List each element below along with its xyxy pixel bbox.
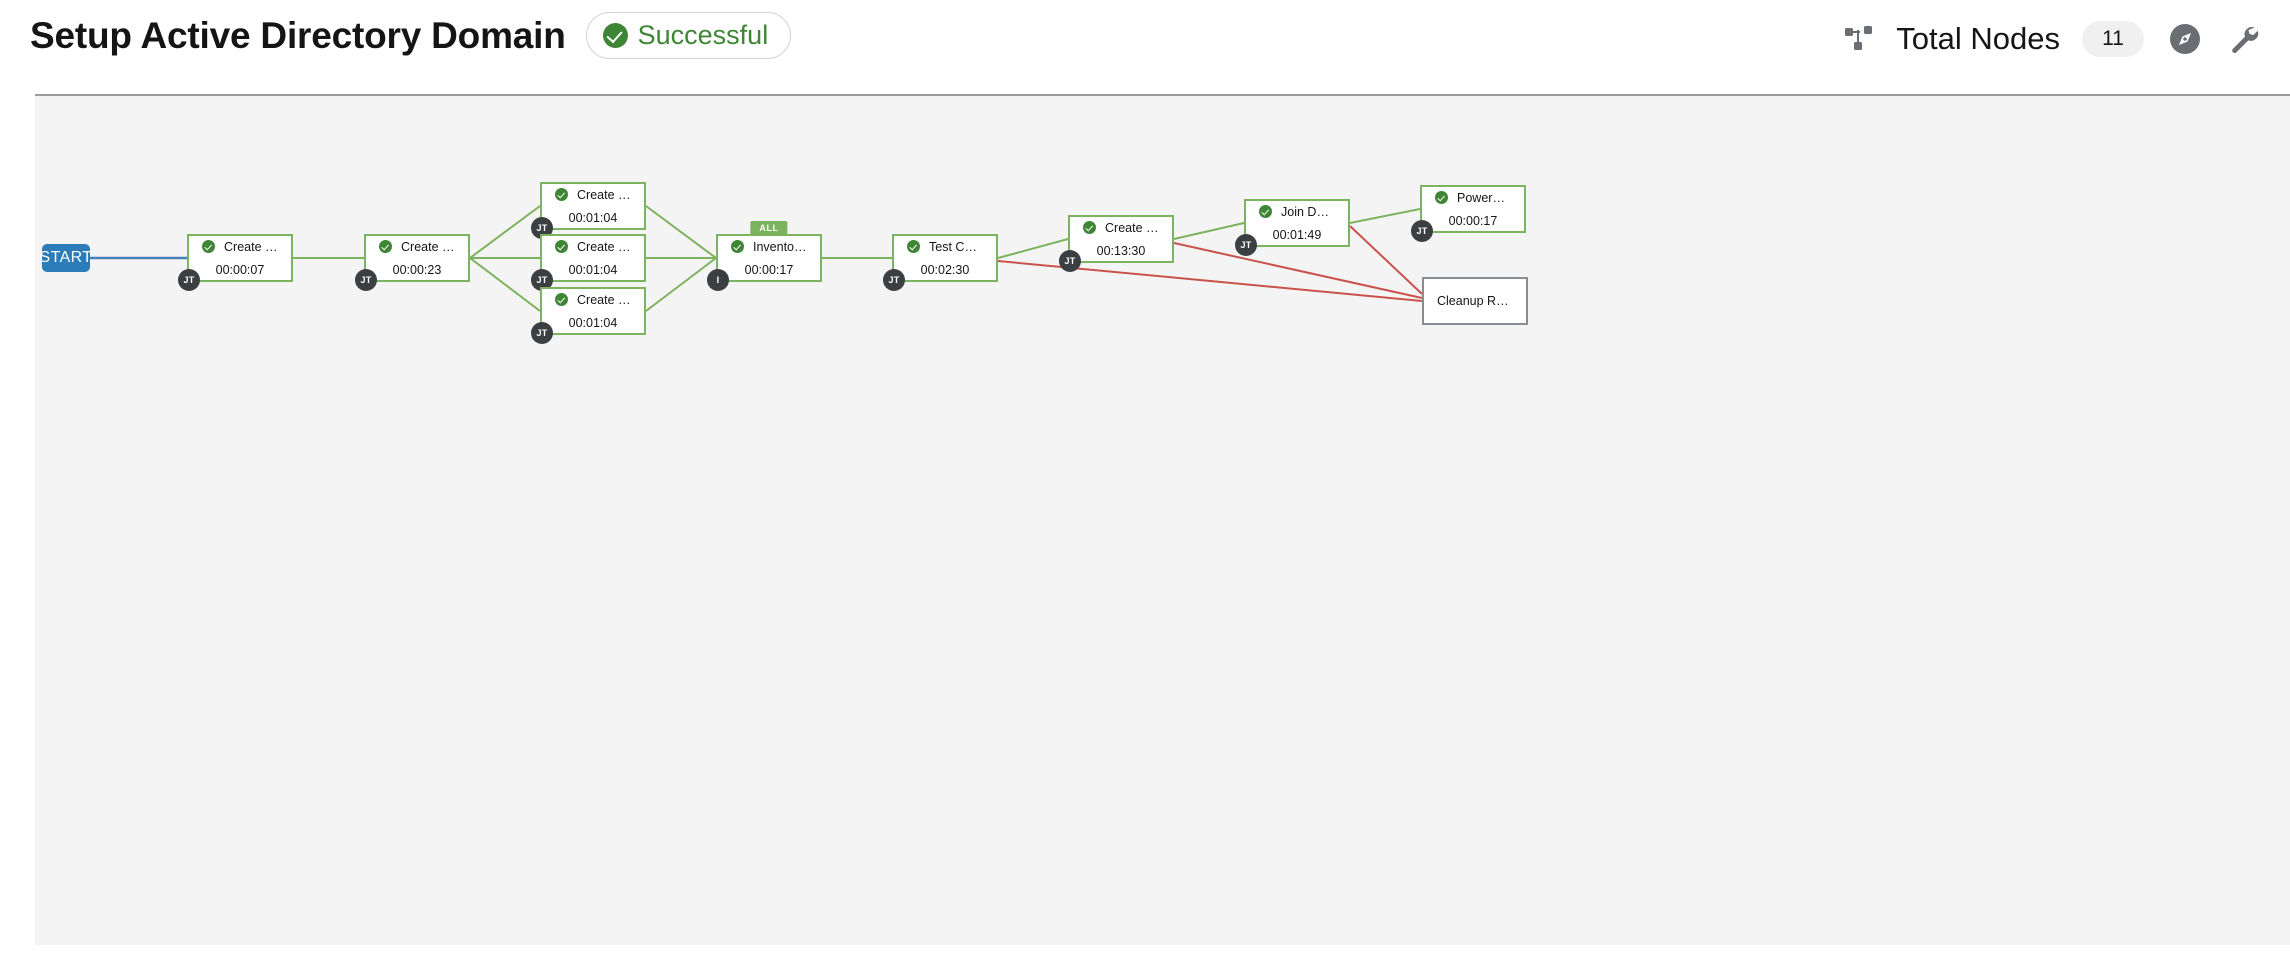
link-test-connectivity-to-create-domain	[997, 238, 1069, 259]
status-check-icon	[555, 188, 568, 201]
node-test-connectivity[interactable]: Test Connectivity 00:02:30 JT	[883, 234, 998, 291]
node-type-badge: JT	[531, 217, 553, 239]
node-title: Join Domain	[1281, 204, 1335, 219]
node-elapsed: 00:01:04	[568, 262, 618, 277]
link-create-domain-to-cleanup	[1173, 242, 1423, 299]
node-elapsed: 00:02:30	[920, 262, 970, 277]
node-join-domain[interactable]: Join Domain 00:01:49 JT	[1235, 199, 1350, 256]
node-create-keypair[interactable]: Create Keypair 00:00:07 JT	[178, 234, 293, 291]
convergence-badge: ALL	[750, 221, 788, 236]
node-type-badge: I	[707, 269, 729, 291]
node-title-row: Join Domain	[1246, 205, 1348, 219]
node-create-computer-2[interactable]: Create Computer (2) 00:01:04 JT	[531, 287, 646, 344]
node-title: Create Computer (2)	[577, 292, 631, 307]
status-badge-label: Successful	[637, 20, 769, 50]
node-elapsed: 00:01:49	[1272, 227, 1322, 242]
status-check-icon	[1435, 191, 1448, 204]
node-elapsed: 00:00:23	[392, 262, 442, 277]
node-title: Test Connectivity	[929, 239, 983, 254]
node-type-badge: JT	[355, 269, 377, 291]
status-check-icon	[907, 240, 920, 253]
node-create-vpc[interactable]: Create VPC 00:00:23 JT	[355, 234, 470, 291]
node-title-row: Create Domain Contr...	[542, 188, 644, 202]
node-title-row: Test Connectivity	[894, 240, 996, 254]
node-title: Create Domain Contr...	[577, 187, 631, 202]
node-type-badge: JT	[1235, 234, 1257, 256]
node-inventory-sync[interactable]: ALL Inventory Sync 00:00:17 I	[707, 221, 822, 291]
node-create-domain-controller[interactable]: Create Domain Contr... 00:01:04 JT	[531, 182, 646, 239]
link-domain-controller-to-inventory-sync	[645, 205, 717, 259]
node-title: Create Computer (1)	[577, 239, 631, 254]
node-title-row: Create Computer (2)	[542, 293, 644, 307]
wrench-icon[interactable]	[2226, 21, 2262, 57]
node-elapsed: 00:00:17	[744, 262, 794, 277]
total-nodes-label: Total Nodes	[1896, 21, 2060, 56]
status-check-icon	[1259, 205, 1272, 218]
node-title-row: Cleanup Resources	[1424, 294, 1526, 308]
link-join-domain-to-cleanup	[1349, 225, 1423, 295]
status-check-icon	[555, 240, 568, 253]
node-title: Inventory Sync	[753, 239, 807, 254]
node-elapsed: 00:13:30	[1096, 243, 1146, 258]
node-title-row: Create VPC	[366, 240, 468, 254]
total-nodes-count: 11	[2082, 21, 2144, 57]
node-elapsed: 00:01:04	[568, 315, 618, 330]
node-elapsed: 00:00:17	[1448, 213, 1498, 228]
check-circle-icon	[602, 23, 628, 48]
node-cleanup-resources[interactable]: Cleanup Resources	[1422, 277, 1528, 325]
page-title: Setup Active Directory Domain	[30, 14, 566, 56]
node-title: Create Keypair	[224, 239, 278, 254]
node-elapsed: 00:01:04	[568, 210, 618, 225]
sitemap-icon[interactable]	[1844, 25, 1874, 53]
header-divider	[35, 94, 2290, 96]
node-title: Cleanup Resources	[1437, 294, 1513, 308]
link-vpc-to-domain-controller	[469, 205, 541, 259]
link-join-domain-to-powershell-validation	[1349, 208, 1421, 224]
title-block: Setup Active Directory Domain Successful	[30, 12, 792, 59]
node-type-badge: JT	[1411, 220, 1433, 242]
compass-icon[interactable]	[2166, 20, 2204, 58]
link-create-domain-to-join-domain	[1173, 222, 1245, 240]
status-check-icon	[1083, 221, 1096, 234]
node-title-row: Create Computer (1)	[542, 240, 644, 254]
status-check-icon	[379, 240, 392, 253]
node-title: PowerShell Validation	[1457, 190, 1511, 205]
node-title: Create Domain	[1105, 220, 1159, 235]
node-type-badge: JT	[883, 269, 905, 291]
status-check-icon	[555, 293, 568, 306]
node-type-badge: JT	[531, 322, 553, 344]
node-title-row: PowerShell Validation	[1422, 191, 1524, 205]
status-check-icon	[731, 240, 744, 253]
node-title: Create VPC	[401, 239, 455, 254]
node-create-computer-1[interactable]: Create Computer (1) 00:01:04 JT	[531, 234, 646, 291]
node-title-row: Inventory Sync	[718, 240, 820, 254]
start-node-label: START	[39, 249, 93, 266]
node-elapsed: 00:00:07	[215, 262, 265, 277]
node-type-badge: JT	[178, 269, 200, 291]
node-type-badge: JT	[531, 269, 553, 291]
node-type-badge: JT	[1059, 250, 1081, 272]
node-create-domain[interactable]: Create Domain 00:13:30 JT	[1059, 215, 1174, 272]
node-powershell-validation[interactable]: PowerShell Validation 00:00:17 JT	[1411, 185, 1526, 242]
node-title-row: Create Domain	[1070, 221, 1172, 235]
start-node[interactable]: START	[39, 244, 93, 272]
node-title-row: Create Keypair	[189, 240, 291, 254]
header-toolbar: Total Nodes 11	[1844, 10, 2262, 68]
page-header: Setup Active Directory Domain Successful…	[0, 0, 2290, 96]
link-vpc-to-computer-2	[469, 257, 541, 312]
status-check-icon	[202, 240, 215, 253]
status-badge: Successful	[585, 12, 792, 59]
link-computer-2-to-inventory-sync	[645, 257, 717, 312]
workflow-canvas[interactable]: START Create Keypair 00:00:07 JT Create …	[35, 96, 2290, 945]
